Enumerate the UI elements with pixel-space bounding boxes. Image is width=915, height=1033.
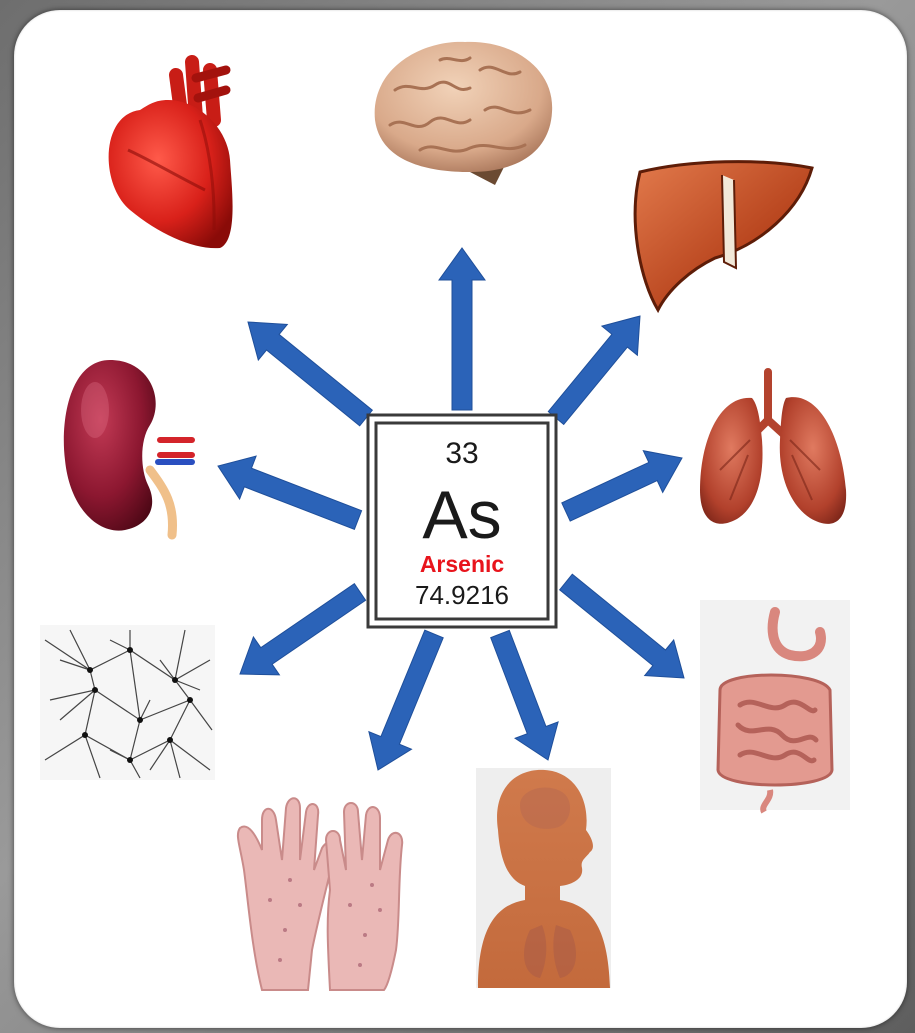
arrow-to-kidney — [218, 456, 362, 529]
arrow-to-intestines — [560, 574, 684, 678]
arrow-to-nerves — [240, 584, 366, 675]
atomic-number: 33 — [445, 437, 478, 470]
arrow-to-child — [491, 630, 558, 760]
atomic-mass: 74.9216 — [415, 580, 509, 610]
brain-icon — [375, 42, 553, 185]
arrow-to-hands — [369, 630, 443, 770]
lungs-icon — [700, 372, 846, 524]
heart-icon — [109, 62, 233, 248]
arrow-to-heart — [248, 322, 372, 426]
arrow-to-liver — [548, 316, 640, 424]
element-tile: 33 As Arsenic 74.9216 — [368, 415, 556, 627]
hands-skin-icon — [238, 798, 402, 990]
intestines-icon — [700, 600, 850, 812]
child-body-icon — [476, 768, 611, 988]
element-name: Arsenic — [420, 551, 505, 577]
nerve-network-icon — [40, 625, 215, 780]
arrow-to-brain — [439, 248, 485, 410]
liver-icon — [635, 162, 812, 310]
kidney-icon — [64, 360, 192, 535]
arrow-to-lungs — [562, 451, 682, 521]
element-symbol: As — [422, 477, 501, 553]
